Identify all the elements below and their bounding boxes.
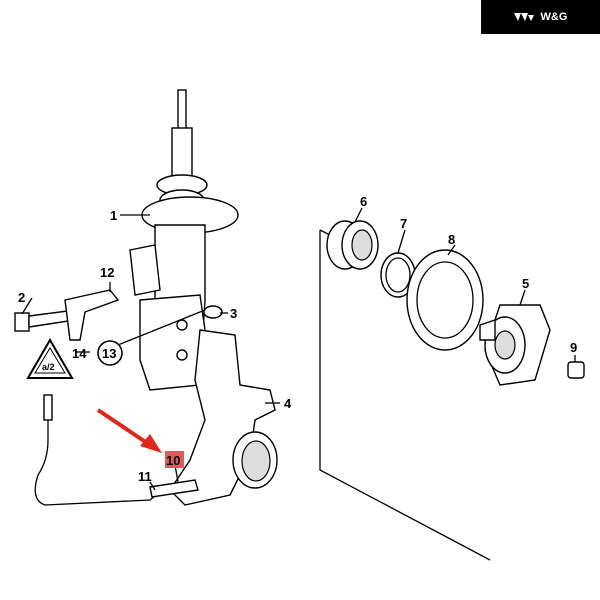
callout-12: 12: [100, 265, 114, 280]
assembly-frame-line: [319, 230, 491, 561]
callout-6: 6: [360, 194, 367, 209]
brand-name: W&G: [540, 11, 568, 23]
warning-label: a/2: [26, 338, 74, 379]
callout-7: 7: [400, 216, 407, 231]
wheel-hub: [479, 304, 551, 386]
dust-shield: [406, 249, 484, 351]
callout-circle-13: [97, 340, 123, 366]
steering-knuckle: [169, 329, 278, 506]
callout-11: 11: [138, 469, 152, 484]
svg-text:a/2: a/2: [42, 362, 55, 372]
callout-14: 14: [72, 346, 87, 361]
callout-1: 1: [110, 208, 117, 223]
cable-connector: [43, 394, 53, 421]
callout-5: 5: [522, 276, 529, 291]
callout-9: 9: [570, 340, 577, 355]
callout-13: 13: [102, 346, 116, 361]
wheel-bearing: [326, 220, 379, 270]
abs-sensor: [149, 479, 199, 498]
bracket: [64, 289, 120, 341]
strut-assembly: [129, 89, 239, 391]
callout-8: 8: [448, 232, 455, 247]
callout-2: 2: [18, 290, 25, 305]
brand-logo: W&G: [481, 0, 600, 34]
callout-3: 3: [230, 306, 237, 321]
nut: [203, 305, 223, 319]
callout-10: 10: [166, 453, 180, 468]
red-arrow-icon: [96, 408, 162, 453]
leader-lines: [21, 207, 576, 491]
highlight-box: [165, 451, 184, 468]
callout-4: 4: [284, 396, 292, 411]
hub-nut: [567, 361, 585, 379]
logo-mark-icon: [513, 13, 534, 21]
sensor-cable: [34, 395, 161, 506]
